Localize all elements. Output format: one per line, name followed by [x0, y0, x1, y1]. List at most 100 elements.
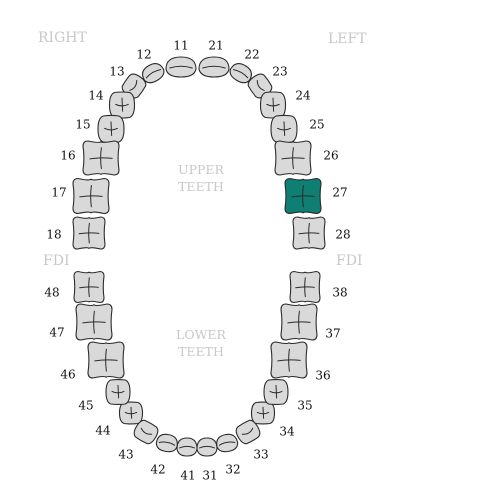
tooth-24-groove	[272, 97, 275, 112]
lower-label-line2: TEETH	[178, 344, 224, 359]
tooth-38[interactable]	[289, 270, 321, 304]
tooth-17[interactable]	[72, 177, 110, 215]
tooth-44[interactable]	[118, 401, 144, 425]
tooth-11-crown[interactable]	[165, 56, 197, 78]
tooth-11-groove	[169, 65, 193, 69]
tooth-25-groove	[283, 121, 286, 136]
tooth-26[interactable]	[274, 140, 312, 176]
tooth-48[interactable]	[73, 270, 105, 304]
tooth-number-11: 11	[173, 39, 188, 53]
tooth-44-groove	[130, 406, 133, 419]
tooth-43-crown[interactable]	[132, 418, 161, 446]
tooth-number-37: 37	[325, 327, 340, 341]
tooth-number-45: 45	[78, 399, 93, 413]
tooth-21-crown[interactable]	[198, 56, 230, 78]
tooth-16[interactable]	[82, 140, 120, 176]
tooth-number-18: 18	[46, 228, 61, 242]
tooth-34-groove	[262, 406, 265, 419]
tooth-45-groove	[117, 384, 120, 399]
tooth-46-groove	[105, 348, 107, 372]
tooth-number-43: 43	[118, 448, 133, 462]
tooth-12-groove	[145, 69, 162, 79]
tooth-number-32: 32	[225, 463, 240, 477]
tooth-33[interactable]	[234, 418, 263, 446]
tooth-25[interactable]	[270, 114, 298, 144]
tooth-number-47: 47	[49, 326, 64, 340]
upper-label-line2: TEETH	[178, 179, 224, 194]
tooth-47-groove	[93, 310, 95, 334]
tooth-43-groove	[140, 427, 153, 435]
tooth-31-groove	[199, 445, 215, 449]
tooth-45[interactable]	[105, 378, 131, 406]
tooth-32-groove	[218, 441, 236, 446]
tooth-46[interactable]	[87, 341, 125, 379]
tooth-15[interactable]	[97, 114, 125, 144]
tooth-11[interactable]	[165, 56, 197, 78]
tooth-42-crown[interactable]	[155, 433, 179, 453]
tooth-number-36: 36	[315, 369, 330, 383]
tooth-33-crown[interactable]	[234, 418, 263, 446]
tooth-17-groove	[90, 185, 92, 208]
tooth-24[interactable]	[259, 91, 287, 119]
lower-teeth-label: LOWER TEETH	[176, 327, 227, 359]
tooth-number-21: 21	[208, 39, 223, 53]
tooth-number-26: 26	[323, 149, 338, 163]
tooth-15-groove	[110, 121, 113, 136]
tooth-42[interactable]	[155, 433, 179, 453]
tooth-number-46: 46	[60, 368, 75, 382]
tooth-31[interactable]	[196, 437, 218, 457]
tooth-number-44: 44	[95, 424, 111, 438]
tooth-37-groove	[298, 310, 300, 334]
tooth-18[interactable]	[72, 216, 106, 250]
tooth-42-groove	[158, 441, 176, 446]
tooth-number-23: 23	[272, 65, 287, 79]
tooth-34[interactable]	[250, 401, 276, 425]
fdi-label-right: FDI	[336, 253, 362, 269]
upper-teeth-label: UPPER TEETH	[178, 162, 224, 194]
tooth-43[interactable]	[132, 418, 161, 446]
tooth-47[interactable]	[75, 303, 113, 341]
tooth-48-groove	[88, 277, 90, 298]
tooth-32[interactable]	[215, 433, 239, 453]
tooth-21[interactable]	[198, 56, 230, 78]
tooth-number-16: 16	[60, 149, 75, 163]
tooth-number-35: 35	[297, 399, 312, 413]
tooth-number-41: 41	[180, 469, 195, 483]
tooth-number-28: 28	[335, 228, 350, 242]
fdi-label-left: FDI	[43, 253, 69, 269]
tooth-41[interactable]	[176, 437, 198, 457]
lower-label-line1: LOWER	[176, 327, 227, 342]
tooth-number-14: 14	[88, 89, 104, 103]
tooth-number-33: 33	[253, 448, 268, 462]
tooth-28[interactable]	[292, 216, 326, 250]
tooth-37[interactable]	[280, 303, 318, 341]
tooth-12[interactable]	[139, 60, 167, 86]
tooth-32-crown[interactable]	[215, 433, 239, 453]
tooth-16-groove	[100, 147, 102, 170]
tooth-number-38: 38	[332, 286, 347, 300]
tooth-27[interactable]	[284, 177, 322, 215]
tooth-number-48: 48	[44, 286, 59, 300]
right-side-label: RIGHT	[38, 30, 87, 46]
tooth-number-17: 17	[51, 186, 66, 200]
tooth-21-groove	[202, 65, 226, 69]
tooth-27-groove	[302, 185, 304, 208]
tooth-41-groove	[179, 445, 195, 449]
tooth-number-24: 24	[295, 89, 311, 103]
tooth-14[interactable]	[108, 91, 136, 119]
tooth-28-groove	[308, 222, 310, 244]
tooth-12-crown[interactable]	[139, 60, 167, 86]
tooth-number-13: 13	[109, 65, 124, 79]
tooth-41-crown[interactable]	[176, 437, 198, 457]
tooth-number-12: 12	[136, 48, 151, 62]
tooth-31-crown[interactable]	[196, 437, 218, 457]
tooth-23-groove	[256, 79, 265, 91]
tooth-number-25: 25	[309, 118, 324, 132]
tooth-36[interactable]	[270, 341, 308, 379]
tooth-38-groove	[304, 277, 306, 298]
tooth-35[interactable]	[263, 378, 289, 406]
tooth-33-groove	[241, 427, 254, 435]
tooth-number-22: 22	[244, 48, 259, 62]
tooth-number-42: 42	[150, 463, 165, 477]
